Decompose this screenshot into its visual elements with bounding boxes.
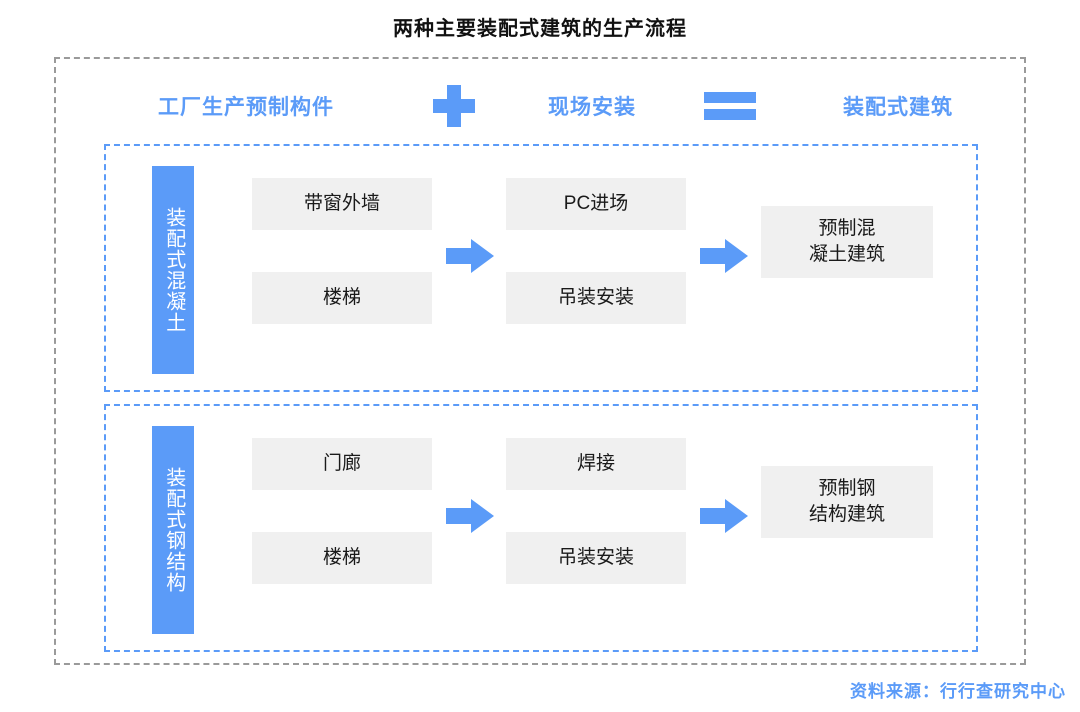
arrow-tail <box>700 508 727 524</box>
arrow-head <box>471 239 494 273</box>
row-label-precast-concrete: 装配式混凝土 <box>152 166 194 374</box>
process-row-steel-structure: 装配式钢结构 门廊 楼梯 焊接 吊装安装 预制钢 结构建筑 <box>104 404 978 652</box>
diagram-outer-frame: 工厂生产预制构件 现场安装 装配式建筑 装配式混凝土 带窗外墙 楼梯 PC进场 … <box>54 57 1026 665</box>
page-title: 两种主要装配式建筑的生产流程 <box>393 18 687 40</box>
plus-icon <box>433 85 475 127</box>
result-line-1: 预制钢 <box>818 478 876 500</box>
process-row-precast-concrete: 装配式混凝土 带窗外墙 楼梯 PC进场 吊装安装 预制混 凝土建筑 <box>104 144 978 392</box>
result-line-1: 预制混 <box>818 218 876 240</box>
stage-box-factory-1: 带窗外墙 <box>252 178 432 230</box>
arrow-tail <box>446 508 473 524</box>
result-line-2: 凝土建筑 <box>808 244 885 265</box>
source-note: 资料来源：行行查研究中心 <box>850 682 1066 701</box>
equation-term-factory: 工厂生产预制构件 <box>158 96 334 119</box>
row-label-steel-structure: 装配式钢结构 <box>152 426 194 634</box>
arrow-tail <box>700 248 727 264</box>
equals-operator-slot <box>692 91 768 121</box>
stage-box-factory-1: 门廊 <box>252 438 432 490</box>
equation-term-result: 装配式建筑 <box>843 96 953 119</box>
stage-box-onsite-2: 吊装安装 <box>506 532 686 584</box>
arrow-head <box>471 499 494 533</box>
result-line-2: 结构建筑 <box>808 504 885 525</box>
equation-header: 工厂生产预制构件 现场安装 装配式建筑 <box>56 83 1028 129</box>
arrow-tail <box>446 248 473 264</box>
arrow-right-icon-onsite-to-result <box>700 239 748 273</box>
arrow-right-icon-onsite-to-result <box>700 499 748 533</box>
arrow-head <box>725 239 748 273</box>
equation-term-onsite: 现场安装 <box>548 96 636 119</box>
stage-box-result-steel-structure: 预制钢 结构建筑 <box>761 466 933 538</box>
stage-box-factory-2: 楼梯 <box>252 272 432 324</box>
arrow-right-icon-factory-to-onsite <box>446 239 494 273</box>
stage-box-factory-2: 楼梯 <box>252 532 432 584</box>
stage-box-onsite-1: 焊接 <box>506 438 686 490</box>
stage-box-onsite-1: PC进场 <box>506 178 686 230</box>
stage-box-onsite-2: 吊装安装 <box>506 272 686 324</box>
equals-icon <box>704 91 756 121</box>
arrow-head <box>725 499 748 533</box>
arrow-right-icon-factory-to-onsite <box>446 499 494 533</box>
plus-operator-slot <box>416 85 492 127</box>
stage-box-result-precast-concrete: 预制混 凝土建筑 <box>761 206 933 278</box>
